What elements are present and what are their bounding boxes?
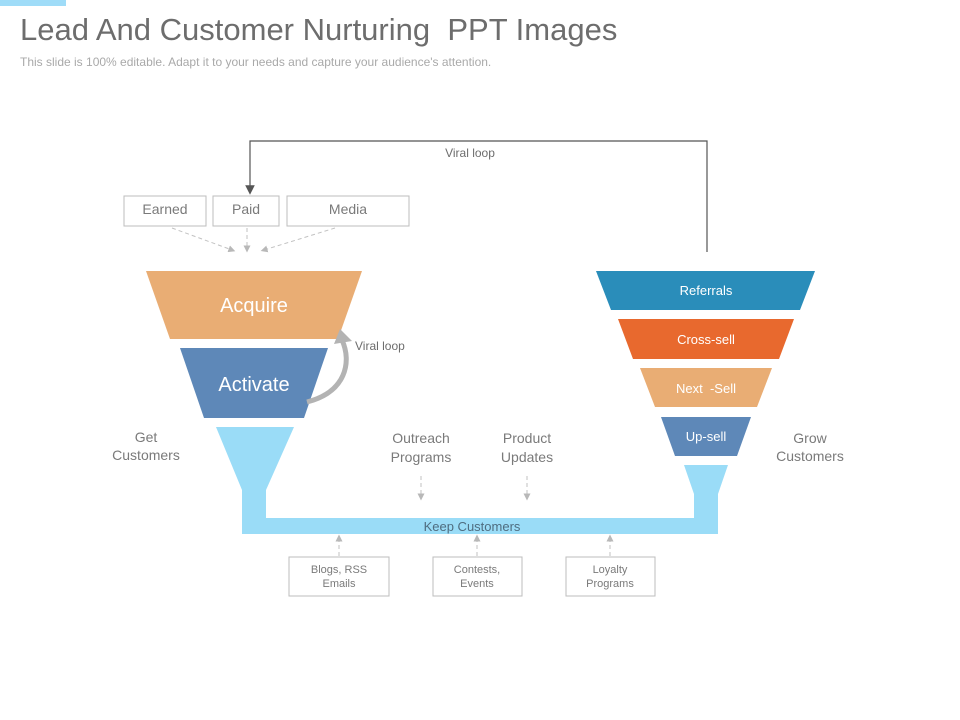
keep-customers-label: Keep Customers	[424, 519, 521, 534]
loyalty-line2: Programs	[586, 578, 634, 590]
funnel-stage-acquire-label: Acquire	[220, 295, 288, 317]
top-viral-loop-label: Viral loop	[445, 146, 495, 160]
page-title: Lead And Customer Nurturing PPT Images	[20, 12, 618, 47]
blogs-line2: Emails	[322, 578, 356, 590]
funnel-stage-acquire	[146, 271, 362, 339]
grow-customers-line2: Customers	[776, 448, 844, 464]
loyalty-line1: Loyalty	[593, 564, 628, 576]
contests-box	[432, 556, 523, 597]
funnel-stage-up-sell-label: Up-sell	[686, 429, 727, 444]
earned-arrow	[171, 227, 236, 253]
get-customers-line2: Customers	[112, 447, 180, 463]
side-viral-loop-arrowhead	[334, 329, 352, 344]
blogs-box	[288, 556, 390, 597]
loyalty-box	[565, 556, 656, 597]
source-earned-label: Earned	[142, 201, 187, 217]
source-box-paid	[212, 195, 280, 227]
blogs-line1: Blogs, RSS	[311, 564, 367, 576]
contests-line2: Events	[460, 578, 494, 590]
funnel-stage-cross-sell-label: Cross-sell	[677, 332, 735, 347]
funnel-stage-activate-label: Activate	[218, 374, 289, 396]
source-box-media	[286, 195, 410, 227]
get-customers-line1: Get	[135, 429, 158, 445]
funnel-stage-referrals	[596, 271, 815, 310]
grow-customers-line1: Grow	[793, 430, 827, 446]
funnel-stage-next-sell-label: Next -Sell	[676, 381, 736, 396]
side-viral-loop-label: Viral loop	[355, 339, 405, 353]
keep-customers-pipe	[216, 427, 728, 534]
source-media-label: Media	[329, 201, 367, 217]
page-subtitle: This slide is 100% editable. Adapt it to…	[20, 55, 492, 69]
media-arrow	[260, 227, 336, 253]
source-paid-label: Paid	[232, 201, 260, 217]
outreach-programs-line1: Outreach	[392, 430, 450, 446]
product-updates-line2: Updates	[501, 449, 553, 465]
funnel-stage-activate	[180, 348, 328, 418]
top-viral-loop-connector	[245, 140, 708, 252]
contests-line1: Contests,	[454, 564, 500, 576]
product-updates-line1: Product	[503, 430, 551, 446]
source-box-earned	[123, 195, 207, 227]
funnel-stage-next-sell	[640, 368, 772, 407]
funnel-stage-up-sell	[661, 417, 751, 456]
accent-bar	[0, 0, 66, 6]
funnel-stage-cross-sell	[618, 319, 794, 359]
side-viral-loop-arrow	[306, 338, 349, 405]
funnel-stage-referrals-label: Referrals	[680, 283, 733, 298]
outreach-programs-line2: Programs	[391, 449, 452, 465]
